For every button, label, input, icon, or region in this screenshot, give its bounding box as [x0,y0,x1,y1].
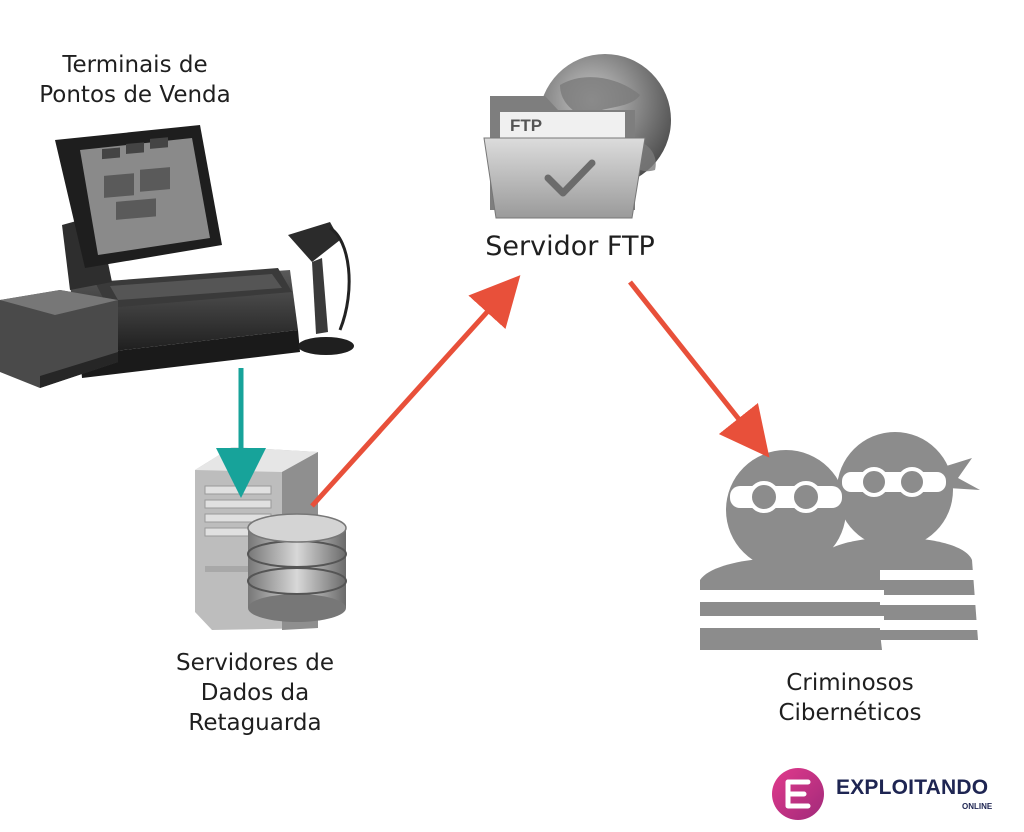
data-servers-label-line1: Servidores de [175,650,335,676]
arrow-servers-to-ftp [310,275,521,508]
pos-terminals-label: Terminais de Pontos de Venda [20,50,250,110]
ftp-folder-tag: FTP [510,116,542,135]
pos-terminals-label-line2: Pontos de Venda [39,82,231,108]
logo-brand-text: EXPLOITANDO [836,776,989,799]
arrow-ftp-to-criminals [628,280,770,458]
cyber-criminals-label: Criminosos Cibernéticos [735,668,965,728]
cyber-criminals-label-line2: Cibernéticos [778,700,922,726]
logo-badge-icon [772,768,824,820]
data-servers-label: Servidores de Dados da Retaguarda [140,648,370,738]
ftp-server-illustration [483,54,671,219]
data-servers-label-line3: Retaguarda [188,710,322,736]
pos-terminal-illustration [0,125,354,388]
exploitando-logo: EXPLOITANDO ONLINE [772,768,1012,824]
cyber-criminals-illustration [698,432,980,650]
logo-sub-text: ONLINE [962,802,993,811]
ftp-server-label: Servidor FTP [485,231,655,262]
data-servers-illustration [195,447,347,630]
cyber-criminals-label-line1: Criminosos [786,670,914,696]
pos-terminals-label-line1: Terminais de [62,52,208,78]
data-servers-label-line2: Dados da [200,680,310,706]
